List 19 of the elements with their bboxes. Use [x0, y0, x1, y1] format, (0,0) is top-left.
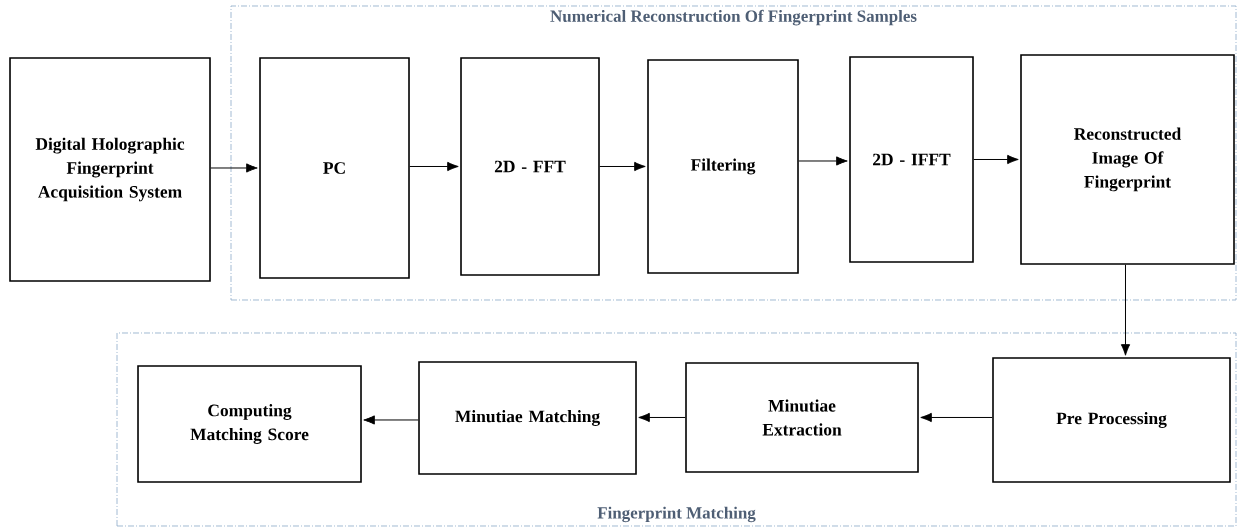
- arrow: [638, 412, 686, 423]
- arrow: [973, 154, 1019, 165]
- process-box: Reconstructed Image Of Fingerprint: [1020, 54, 1235, 265]
- process-box: 2D - FFT: [460, 57, 600, 276]
- arrow: [363, 415, 419, 425]
- arrow: [210, 163, 258, 173]
- process-box: Computing Matching Score: [137, 365, 362, 483]
- process-box: Minutiae Matching: [418, 361, 637, 475]
- arrow: [599, 161, 646, 172]
- process-box: Minutiae Extraction: [685, 362, 919, 473]
- arrow: [409, 161, 459, 172]
- arrow: [1120, 264, 1131, 356]
- arrow: [798, 156, 848, 166]
- process-box: Pre Processing: [992, 357, 1231, 483]
- process-box: Digital Holographic Fingerprint Acquisition System: [9, 57, 211, 282]
- process-box: 2D - IFFT: [849, 56, 974, 263]
- process-box: PC: [259, 57, 410, 279]
- arrow: [920, 412, 993, 423]
- process-box: Filtering: [647, 59, 799, 274]
